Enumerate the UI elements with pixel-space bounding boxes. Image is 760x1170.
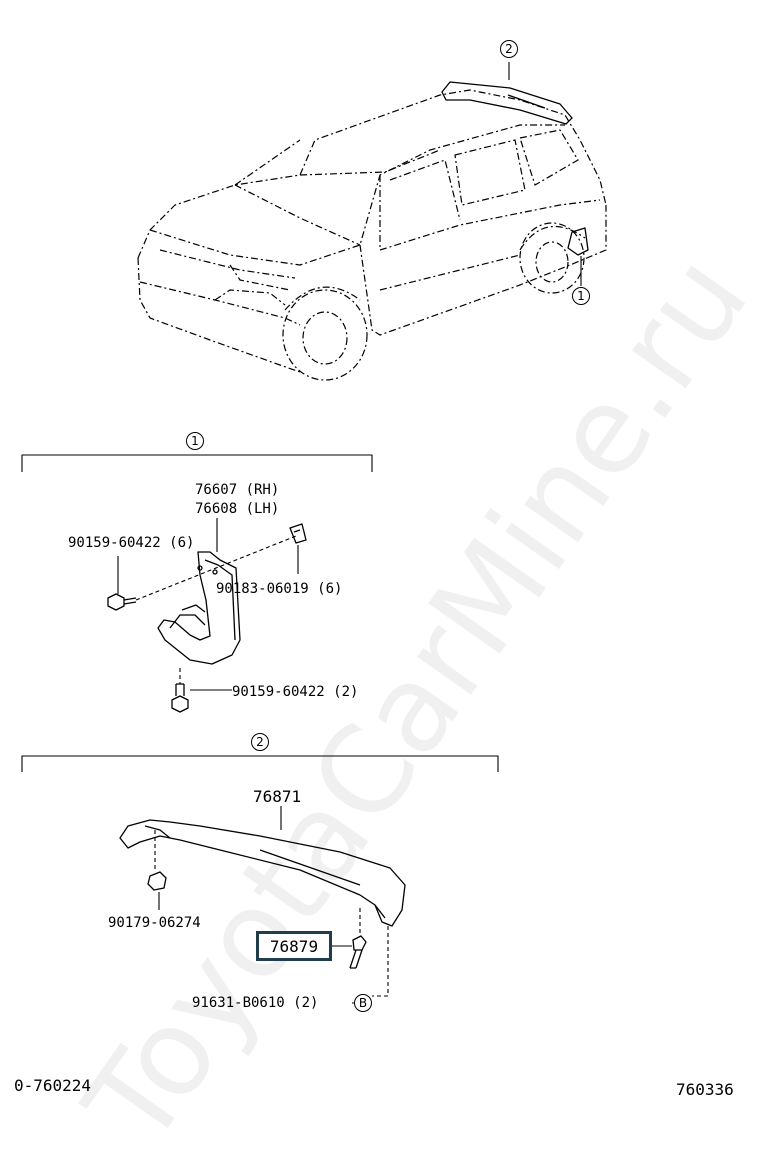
screw-bottom-detail (171, 683, 189, 713)
label-part-rh: 76607 (RH) (195, 482, 280, 498)
callout-section2: 2 (251, 733, 269, 751)
label-spoiler: 76871 (253, 787, 302, 806)
footer-right-code: 760336 (676, 1080, 734, 1099)
callout-bolt-b: B (354, 994, 372, 1012)
callout-spoiler-top: 2 (500, 40, 518, 58)
mudguard-detail (157, 523, 307, 665)
callout-section1: 1 (186, 432, 204, 450)
roof-spoiler-on-car (441, 81, 573, 125)
label-nut: 90183-06019 (6) (216, 581, 343, 597)
parts-diagram (21, 62, 607, 1004)
screw-top-detail (107, 593, 137, 611)
label-screw-top: 90159-60422 (6) (68, 535, 195, 551)
footer-left-code: 0-760224 (14, 1076, 92, 1095)
spoiler-nut-detail (147, 871, 167, 891)
label-screw-bottom: 90159-60422 (2) (232, 684, 359, 700)
label-bolt: 91631-B0610 (2) (192, 995, 319, 1011)
section-brackets (21, 454, 499, 772)
rear-spoiler-detail (119, 819, 406, 927)
car-outline (137, 89, 607, 381)
label-part-lh: 76608 (LH) (195, 501, 280, 517)
highlighted-part-box[interactable]: 76879 (256, 931, 332, 961)
label-spoiler-nut: 90179-06274 (108, 915, 201, 931)
mudguard-on-car (567, 227, 589, 256)
bolt-detail (349, 935, 367, 969)
callout-mudguard-car: 1 (572, 287, 590, 305)
